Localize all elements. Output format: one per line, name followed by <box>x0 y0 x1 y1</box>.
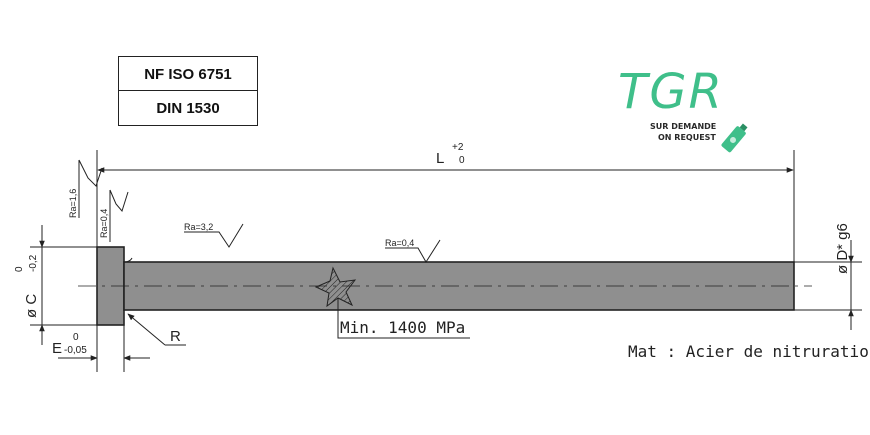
roughness-ra16: Ra=1,6 <box>68 159 103 218</box>
diameter-c-dimension: ø C 0 -0,2 <box>14 225 97 345</box>
diameter-c-label: ø C <box>23 294 40 318</box>
standard-din: DIN 1530 <box>118 90 258 126</box>
tgr-logo-line2: ON REQUEST <box>658 133 716 142</box>
roughness-ra16-label: Ra=1,6 <box>68 189 78 218</box>
roughness-ra04-head: Ra=0,4 <box>99 189 129 242</box>
roughness-ra32: Ra=3,2 <box>184 222 244 248</box>
diameter-d-label: ø D* g6 <box>834 223 851 274</box>
radius-label: R <box>170 328 181 345</box>
length-tol-upper: +2 <box>452 142 464 153</box>
roughness-ra32-label: Ra=3,2 <box>184 222 213 232</box>
tgr-logo-letters: TGR <box>618 64 724 120</box>
hardness-leader <box>337 298 470 339</box>
c-tol-upper: 0 <box>14 266 25 272</box>
standard-din-label: DIN 1530 <box>156 99 220 117</box>
length-label: L <box>436 150 444 167</box>
standard-nf-iso-label: NF ISO 6751 <box>144 65 232 83</box>
material-note: Mat : Acier de nitruration <box>628 342 870 361</box>
e-tol-upper: 0 <box>73 332 79 343</box>
e-label: E <box>52 340 62 357</box>
e-tol-lower: -0,05 <box>64 345 87 356</box>
roughness-ra04-head-label: Ra=0,4 <box>99 209 109 238</box>
tgr-logo-line1: SUR DEMANDE <box>650 122 716 131</box>
e-dimension: E 0 -0,05 <box>52 325 150 372</box>
roughness-ra04-shank-label: Ra=0,4 <box>385 238 414 248</box>
spray-can-icon <box>721 123 748 153</box>
radius-callout: R <box>127 313 186 346</box>
standard-nf-iso: NF ISO 6751 <box>118 56 258 92</box>
tgr-logo: TGR SUR DEMANDE ON REQUEST <box>618 64 748 153</box>
diameter-d-dimension: ø D* g6 <box>794 223 862 330</box>
c-tol-lower: -0,2 <box>28 254 39 272</box>
ejector-pin <box>78 246 812 326</box>
head-fillet <box>123 257 133 263</box>
roughness-ra04-shank: Ra=0,4 <box>385 238 441 263</box>
length-dimension: L +2 0 <box>96 142 795 262</box>
length-tol-lower: 0 <box>459 155 465 166</box>
hardness-label: Min. 1400 MPa <box>340 318 465 337</box>
